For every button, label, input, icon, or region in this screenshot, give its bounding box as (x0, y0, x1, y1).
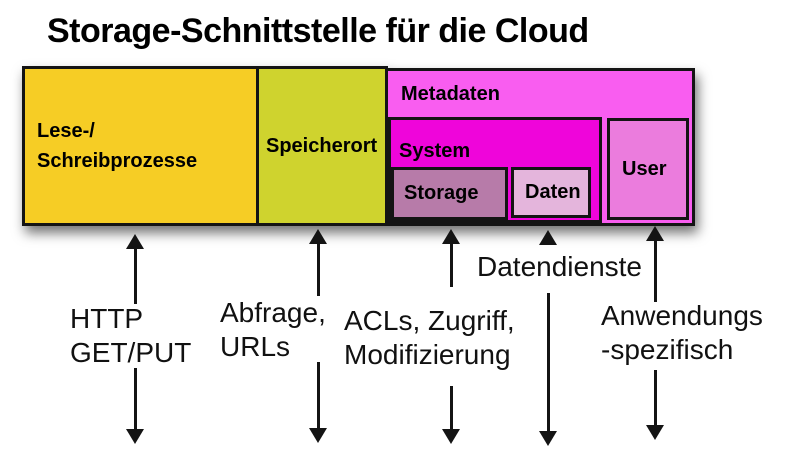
box-metadaten: Metadaten System Storage Daten User (385, 68, 695, 226)
arrowhead-up-icon (126, 234, 144, 249)
annotation-line: URLs (220, 331, 291, 362)
page-title: Storage-Schnittstelle für die Cloud (47, 12, 589, 50)
arrow-shaft (449, 244, 453, 287)
arrow-up-acls (442, 229, 460, 287)
arrowhead-down-icon (646, 425, 664, 440)
arrow-down-anwendung (646, 370, 664, 440)
box-storage-label: Storage (404, 182, 479, 204)
annotation-line: ACLs, Zugriff, (344, 305, 515, 336)
arrow-shaft (653, 241, 657, 302)
storage-stack-diagram: Lese-/ Schreibprozesse Speicherort Metad… (22, 66, 695, 226)
arrowhead-down-icon (442, 429, 460, 444)
annotation-line: Datendienste (477, 251, 643, 282)
box-lese-schreibprozesse: Lese-/ Schreibprozesse (22, 66, 259, 226)
annotation-anwendungsspezifisch: Anwendungs -spezifisch (601, 299, 763, 367)
arrow-down-datendienste (539, 293, 557, 446)
annotation-abfrage: Abfrage, URLs (220, 296, 326, 364)
arrowhead-up-icon (309, 229, 327, 244)
box-storage: Storage (391, 167, 508, 220)
box-speicherort: Speicherort (256, 66, 388, 226)
arrow-shaft (316, 362, 320, 428)
annotation-line: HTTP (70, 303, 144, 334)
box-lese-label-line1: Lese-/ (37, 120, 95, 142)
arrowhead-down-icon (309, 428, 327, 443)
annotation-acls: ACLs, Zugriff, Modifizierung (344, 304, 515, 372)
arrow-shaft (653, 370, 657, 425)
annotation-line: Anwendungs (601, 300, 763, 331)
arrowhead-up-icon (442, 229, 460, 244)
arrow-down-http (126, 368, 144, 444)
arrow-up-datendienste (539, 230, 557, 247)
arrow-down-acls (442, 386, 460, 444)
annotation-line: -spezifisch (601, 334, 734, 365)
box-lese-label-line2: Schreibprozesse (37, 150, 198, 172)
box-daten-label: Daten (525, 181, 581, 203)
annotation-line: GET/PUT (70, 337, 192, 368)
arrowhead-up-icon (539, 230, 557, 245)
box-user: User (607, 118, 689, 220)
arrow-up-anwendung (646, 226, 664, 302)
arrow-up-http (126, 234, 144, 304)
arrow-shaft (133, 249, 137, 304)
annotation-http: HTTP GET/PUT (70, 302, 191, 370)
box-speicherort-label: Speicherort (266, 134, 378, 157)
annotation-line: Modifizierung (344, 339, 511, 370)
arrow-shaft (449, 386, 453, 429)
box-system-label: System (399, 140, 471, 162)
arrow-up-abfrage (309, 229, 327, 296)
arrow-shaft (316, 244, 320, 296)
box-daten: Daten (511, 167, 591, 218)
box-metadaten-label: Metadaten (401, 83, 500, 105)
arrow-shaft (546, 293, 550, 431)
arrow-down-abfrage (309, 362, 327, 443)
annotation-datendienste: Datendienste (477, 250, 642, 284)
arrowhead-up-icon (646, 226, 664, 241)
arrowhead-down-icon (126, 429, 144, 444)
annotation-line: Abfrage, (220, 297, 326, 328)
box-system: System Storage Daten (388, 117, 602, 223)
arrow-shaft (133, 368, 137, 429)
arrowhead-down-icon (539, 431, 557, 446)
box-user-label: User (622, 157, 667, 180)
